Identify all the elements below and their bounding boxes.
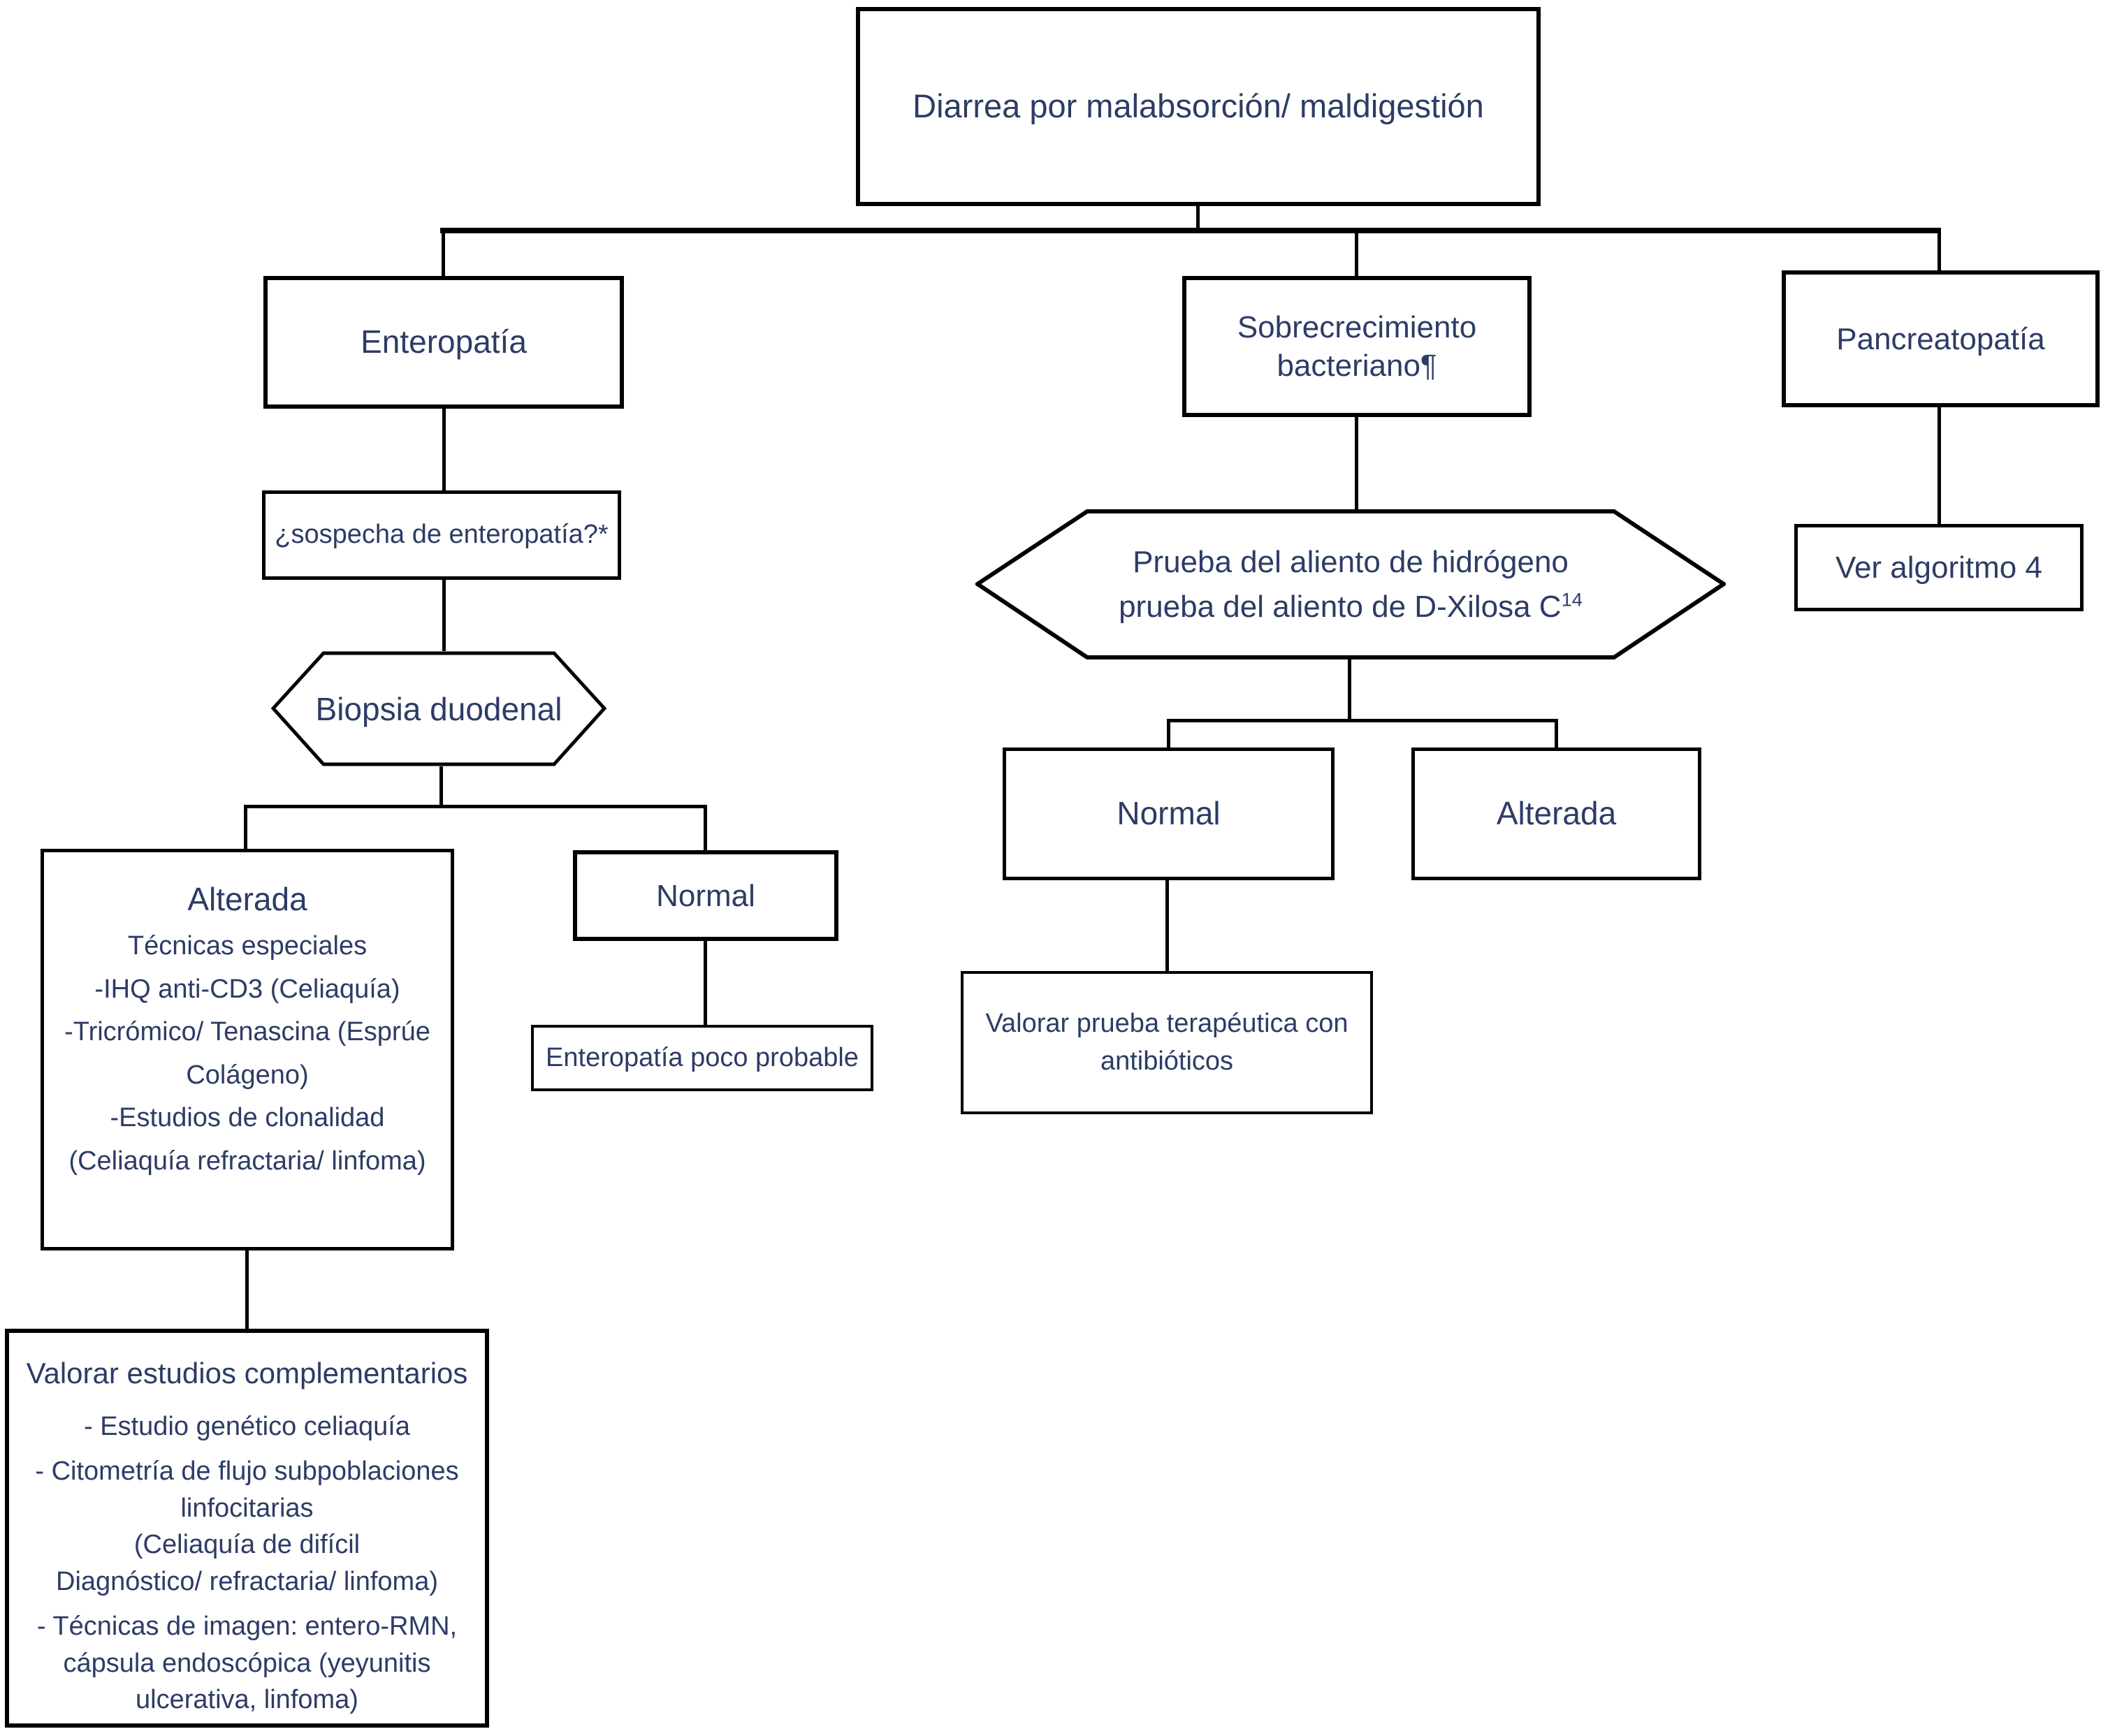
connector-drop-sobrecrecimiento — [1355, 228, 1358, 276]
node-sobrecrecimiento-label: Sobrecrecimiento bacteriano¶ — [1237, 310, 1477, 383]
node-normal-left: Normal — [573, 850, 838, 941]
node-root: Diarrea por malabsorción/ maldigestión — [856, 7, 1541, 206]
connector-aliento-down — [1348, 659, 1351, 721]
node-poco-probable: Enteropatía poco probable — [531, 1025, 873, 1091]
biopsia-hexagon-shape — [271, 651, 606, 766]
node-enteropatia: Enteropatía — [263, 276, 624, 409]
node-pancreatopatia-label: Pancreatopatía — [1836, 321, 2045, 356]
connector-drop-pancreatopatia — [1938, 228, 1941, 270]
node-antibioticos-label: Valorar prueba terapéutica con antibióti… — [985, 1009, 1348, 1076]
node-alterada-mid-label: Alterada — [1496, 795, 1617, 832]
connector-enteropatia-sospecha — [442, 409, 446, 490]
alterada-detail-line: Técnicas especiales — [127, 931, 368, 961]
node-aliento-line2: prueba del aliento de D-Xilosa C14 — [1119, 588, 1583, 624]
node-aliento-line1: Prueba del aliento de hidrógeno — [1133, 544, 1569, 579]
alterada-detail-line: -IHQ anti-CD3 (Celiaquía) — [94, 974, 400, 1004]
node-aliento-hexagon: Prueba del aliento de hidrógeno prueba d… — [975, 509, 1726, 659]
alterada-detail-line: -Estudios de clonalidad — [110, 1103, 385, 1133]
connector-left-drop-normal — [704, 805, 707, 850]
connector-mid-drop-normal — [1167, 719, 1170, 747]
valorar-estudios-line: - Técnicas de imagen: entero-RMN, cápsul… — [36, 1612, 458, 1715]
node-alterada-mid: Alterada — [1411, 747, 1701, 880]
connector-biopsia-down — [439, 766, 443, 807]
valorar-estudios-line: - Estudio genético celiaquía — [84, 1412, 410, 1441]
valorar-estudios-line: - Citometría de flujo subpoblaciones lin… — [35, 1457, 459, 1523]
node-aliento-superscript: 14 — [1561, 588, 1583, 610]
alterada-detail-line: -Tricrómico/ Tenascina (Esprúe — [64, 1017, 430, 1047]
connector-left-horizontal — [244, 805, 707, 808]
connector-mid-drop-alterada — [1555, 719, 1558, 747]
node-sospecha-label: ¿sospecha de enteropatía?* — [275, 520, 609, 550]
node-sospecha: ¿sospecha de enteropatía?* — [262, 490, 621, 580]
alterada-detail-line: (Celiaquía refractaria/ linfoma) — [68, 1146, 426, 1176]
node-ver-algoritmo-label: Ver algoritmo 4 — [1835, 550, 2042, 585]
connector-alterada-valorar — [245, 1250, 249, 1329]
node-biopsia-label: Biopsia duodenal — [315, 690, 562, 727]
node-valorar-estudios: Valorar estudios complementarios - Estud… — [5, 1329, 489, 1728]
connector-root-down — [1196, 205, 1200, 231]
node-valorar-estudios-title: Valorar estudios complementarios — [26, 1357, 468, 1389]
node-ver-algoritmo: Ver algoritmo 4 — [1794, 524, 2084, 611]
node-normal-mid: Normal — [1003, 747, 1335, 880]
aliento-hexagon-shape — [975, 509, 1726, 659]
valorar-estudios-line: Diagnóstico/ refractaria/ linfoma) — [56, 1566, 438, 1596]
connector-left-drop-alterada — [244, 805, 247, 849]
connector-normalmid-antibioticos — [1165, 880, 1169, 971]
connector-drop-enteropatia — [442, 228, 445, 276]
node-alterada-detail: Alterada Técnicas especiales -IHQ anti-C… — [41, 849, 454, 1250]
node-normal-mid-label: Normal — [1117, 795, 1221, 832]
node-sobrecrecimiento: Sobrecrecimiento bacteriano¶ — [1182, 276, 1532, 417]
connector-top-horizontal — [440, 228, 1941, 233]
node-enteropatia-label: Enteropatía — [361, 323, 527, 360]
node-poco-probable-label: Enteropatía poco probable — [546, 1042, 859, 1072]
connector-mid-horizontal — [1167, 719, 1558, 722]
connector-sospecha-biopsia — [442, 580, 446, 651]
connector-sobrecrecimiento-aliento — [1355, 417, 1358, 509]
connector-normal-pocoprobable — [704, 941, 707, 1025]
node-antibioticos: Valorar prueba terapéutica con antibióti… — [961, 971, 1373, 1114]
node-biopsia-hexagon: Biopsia duodenal — [271, 651, 606, 766]
node-pancreatopatia: Pancreatopatía — [1782, 270, 2100, 407]
node-root-label: Diarrea por malabsorción/ maldigestión — [913, 87, 1484, 125]
node-alterada-detail-title: Alterada — [187, 881, 307, 917]
valorar-estudios-line: (Celiaquía de difícil — [133, 1530, 361, 1560]
node-normal-left-label: Normal — [656, 878, 755, 913]
alterada-detail-line: Colágeno) — [186, 1060, 309, 1090]
connector-pancreatopatia-algoritmo — [1938, 407, 1941, 524]
